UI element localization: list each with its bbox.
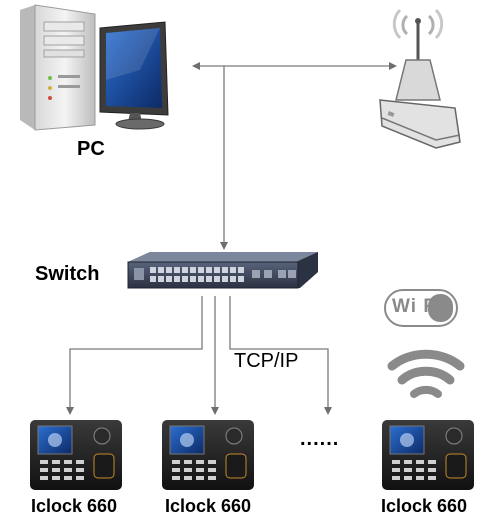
top-connectors (192, 62, 397, 250)
protocol-label: TCP/IP (234, 350, 299, 372)
ellipsis-more-devices: ...... (300, 428, 340, 450)
wireless-router-icon (379, 8, 461, 149)
device-label-1: Iclock 660 (31, 496, 118, 516)
wifi-signal-icon (387, 349, 465, 398)
time-clock-device-3 (382, 420, 474, 490)
pc-tower-icon (20, 4, 96, 131)
time-clock-device-2 (162, 420, 254, 490)
time-clock-device-1 (30, 420, 122, 490)
device-label-2: Iclock 660 (165, 496, 252, 516)
switch-label: Switch (35, 263, 100, 285)
device-label-3: Iclock 660 (381, 496, 468, 516)
wifi-logo-icon (384, 289, 458, 327)
monitor-icon (99, 21, 169, 130)
network-switch-icon (127, 252, 318, 289)
wifi-logo-text: Wi Fi (392, 296, 443, 317)
device-connectors (66, 296, 332, 415)
pc-label: PC (77, 138, 105, 160)
